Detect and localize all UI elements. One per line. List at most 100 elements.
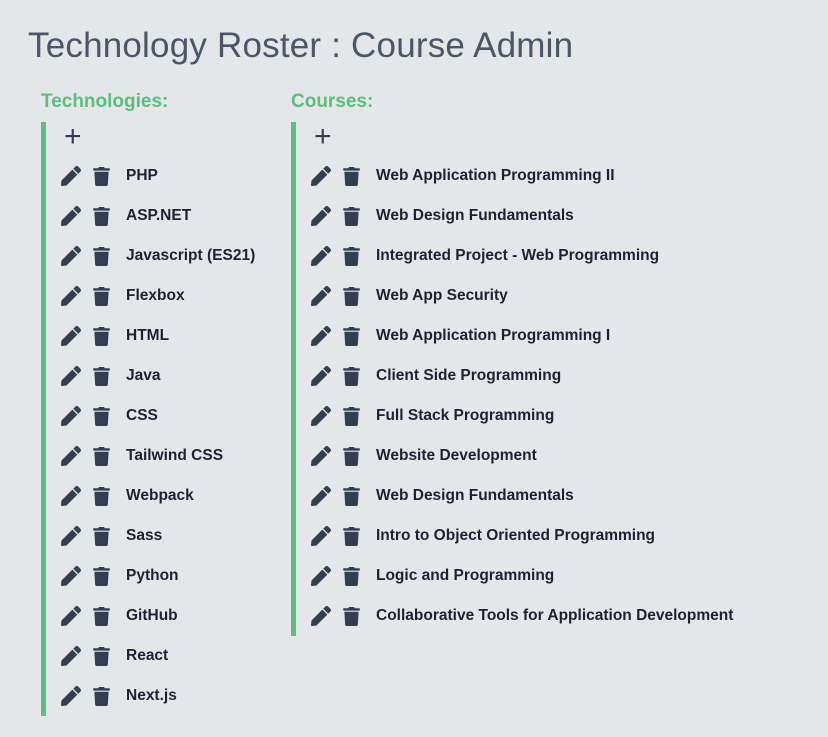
delete-button[interactable]	[93, 646, 110, 666]
edit-button[interactable]	[311, 366, 331, 386]
delete-button[interactable]	[343, 366, 360, 386]
trash-icon	[93, 646, 110, 666]
trash-icon	[93, 526, 110, 546]
trash-icon	[93, 446, 110, 466]
delete-button[interactable]	[93, 446, 110, 466]
pencil-icon	[311, 166, 331, 186]
edit-button[interactable]	[61, 526, 81, 546]
delete-button[interactable]	[343, 566, 360, 586]
trash-icon	[343, 446, 360, 466]
delete-button[interactable]	[343, 606, 360, 626]
add-course-button[interactable]: +	[311, 122, 332, 152]
pencil-icon	[61, 286, 81, 306]
delete-button[interactable]	[93, 566, 110, 586]
item-label: ASP.NET	[126, 207, 192, 224]
pencil-icon	[61, 246, 81, 266]
item-label: Javascript (ES21)	[126, 247, 256, 264]
delete-button[interactable]	[93, 526, 110, 546]
item-label: CSS	[126, 407, 158, 424]
trash-icon	[343, 166, 360, 186]
trash-icon	[343, 486, 360, 506]
item-label: Sass	[126, 527, 163, 544]
pencil-icon	[61, 486, 81, 506]
edit-button[interactable]	[311, 606, 331, 626]
delete-button[interactable]	[93, 606, 110, 626]
item-label: Website Development	[376, 447, 537, 464]
pencil-icon	[311, 566, 331, 586]
edit-button[interactable]	[61, 366, 81, 386]
delete-button[interactable]	[93, 486, 110, 506]
pencil-icon	[311, 606, 331, 626]
delete-button[interactable]	[343, 406, 360, 426]
delete-button[interactable]	[343, 206, 360, 226]
edit-button[interactable]	[311, 326, 331, 346]
delete-button[interactable]	[93, 286, 110, 306]
delete-button[interactable]	[343, 166, 360, 186]
pencil-icon	[61, 686, 81, 706]
pencil-icon	[311, 326, 331, 346]
edit-button[interactable]	[311, 166, 331, 186]
trash-icon	[343, 246, 360, 266]
delete-button[interactable]	[93, 366, 110, 386]
delete-button[interactable]	[343, 246, 360, 266]
trash-icon	[93, 286, 110, 306]
pencil-icon	[61, 206, 81, 226]
list-item: Tailwind CSS	[61, 436, 291, 476]
edit-button[interactable]	[61, 246, 81, 266]
delete-button[interactable]	[343, 326, 360, 346]
trash-icon	[93, 366, 110, 386]
item-label: Web App Security	[376, 287, 508, 304]
edit-button[interactable]	[61, 286, 81, 306]
trash-icon	[93, 686, 110, 706]
edit-button[interactable]	[61, 406, 81, 426]
delete-button[interactable]	[93, 206, 110, 226]
delete-button[interactable]	[93, 326, 110, 346]
edit-button[interactable]	[61, 566, 81, 586]
edit-button[interactable]	[61, 686, 81, 706]
edit-button[interactable]	[61, 446, 81, 466]
pencil-icon	[61, 606, 81, 626]
item-label: Python	[126, 567, 179, 584]
delete-button[interactable]	[343, 486, 360, 506]
list-item: Web Application Programming I	[311, 316, 800, 356]
trash-icon	[93, 486, 110, 506]
list-item: React	[61, 636, 291, 676]
item-label: Java	[126, 367, 161, 384]
edit-button[interactable]	[311, 526, 331, 546]
trash-icon	[93, 566, 110, 586]
delete-button[interactable]	[343, 526, 360, 546]
trash-icon	[93, 326, 110, 346]
delete-button[interactable]	[343, 446, 360, 466]
edit-button[interactable]	[61, 486, 81, 506]
pencil-icon	[61, 446, 81, 466]
trash-icon	[343, 526, 360, 546]
edit-button[interactable]	[61, 166, 81, 186]
item-list: + Web Application Programming II Web Des…	[291, 122, 800, 636]
delete-button[interactable]	[93, 246, 110, 266]
list-item: Web Design Fundamentals	[311, 476, 800, 516]
edit-button[interactable]	[61, 326, 81, 346]
delete-button[interactable]	[93, 166, 110, 186]
edit-button[interactable]	[311, 406, 331, 426]
pencil-icon	[61, 406, 81, 426]
delete-button[interactable]	[93, 686, 110, 706]
list-item: Webpack	[61, 476, 291, 516]
pencil-icon	[61, 366, 81, 386]
edit-button[interactable]	[61, 206, 81, 226]
edit-button[interactable]	[311, 446, 331, 466]
edit-button[interactable]	[61, 606, 81, 626]
edit-button[interactable]	[61, 646, 81, 666]
list-item: ASP.NET	[61, 196, 291, 236]
section-technologies: Technologies: + PHP ASP.NET	[41, 91, 291, 716]
item-label: Logic and Programming	[376, 567, 555, 584]
add-technologie-button[interactable]: +	[61, 122, 82, 152]
delete-button[interactable]	[343, 286, 360, 306]
edit-button[interactable]	[311, 486, 331, 506]
edit-button[interactable]	[311, 246, 331, 266]
item-label: Web Application Programming I	[376, 327, 611, 344]
edit-button[interactable]	[311, 206, 331, 226]
list-item: GitHub	[61, 596, 291, 636]
edit-button[interactable]	[311, 286, 331, 306]
edit-button[interactable]	[311, 566, 331, 586]
delete-button[interactable]	[93, 406, 110, 426]
